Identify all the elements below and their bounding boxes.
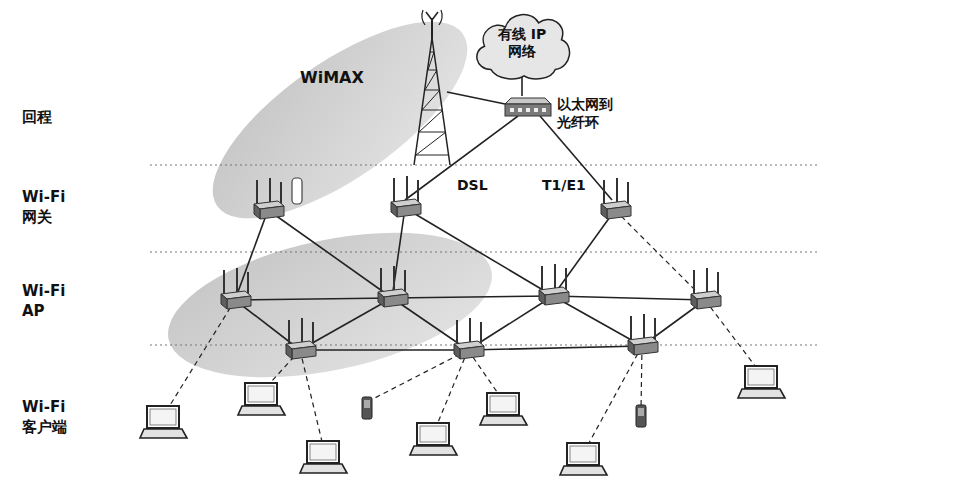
tower-leg — [432, 38, 450, 165]
mesh-link — [468, 346, 642, 350]
mesh-link — [235, 300, 300, 350]
wireless-link — [584, 346, 642, 452]
cloud-node: 有线 IP 网络 — [470, 6, 574, 80]
pda-client — [636, 405, 646, 427]
antenna-head — [426, 12, 438, 20]
wifi-ap — [454, 318, 484, 359]
dsl-link — [405, 116, 518, 200]
wireless-link — [164, 300, 235, 415]
band-label: Wi-Fi 客户端 — [22, 398, 74, 437]
mesh-link — [553, 296, 642, 346]
switch-top — [505, 98, 551, 104]
cloud-outline — [477, 15, 570, 79]
laptop-client — [410, 423, 457, 455]
band-label: 回程 — [22, 108, 74, 128]
wifi-ap — [628, 314, 658, 355]
switch-port — [518, 108, 522, 112]
wireless-link — [300, 350, 324, 450]
wimax-coverage — [184, 0, 496, 254]
mesh-link — [405, 208, 553, 296]
backhaul-link — [447, 92, 505, 104]
wimax-cpe — [292, 178, 302, 204]
switch-port — [526, 108, 530, 112]
link-line — [521, 77, 523, 96]
wireless-link — [367, 350, 468, 402]
laptop-client — [560, 443, 607, 475]
wifi-gateway — [391, 176, 421, 217]
mesh-link — [235, 298, 392, 300]
wifi-ap — [378, 266, 408, 307]
mesh-link — [268, 210, 392, 298]
wireless-link — [434, 350, 468, 432]
mesh-link — [553, 296, 705, 300]
band-label: Wi-Fi AP — [22, 282, 74, 321]
link-label: T1/E1 — [540, 176, 588, 194]
laptop-client — [480, 393, 527, 425]
radio-waves — [422, 10, 442, 25]
switch-port — [510, 108, 514, 112]
switch-icon — [505, 98, 551, 116]
wireless-link — [641, 346, 642, 410]
wireless-link — [705, 300, 762, 375]
wimax-tower — [414, 10, 450, 165]
switch-ports — [510, 108, 546, 112]
laptop-client — [300, 441, 347, 473]
switch-node: 以太网到光纤环 — [503, 96, 617, 131]
switch-front — [505, 104, 551, 116]
wifi-ap — [539, 264, 569, 305]
pda-client — [362, 397, 372, 419]
network-label: WiMAX — [300, 68, 364, 89]
link-label: DSL — [455, 176, 490, 194]
band-separator — [150, 165, 820, 345]
laptop-client — [140, 406, 187, 438]
mesh-link — [300, 349, 468, 351]
wifi-ap — [221, 268, 251, 309]
wireless-link — [615, 210, 705, 300]
wifi-gateway — [601, 178, 631, 219]
switch-port — [542, 108, 546, 112]
cloud-label: 有线 IP 网络 — [492, 26, 552, 61]
band-separator — [150, 344, 820, 345]
switch-port — [534, 108, 538, 112]
laptop-client — [738, 366, 785, 398]
wifi-ap — [286, 318, 316, 359]
wifi-gateway — [254, 178, 284, 219]
laptop-client — [238, 383, 285, 415]
tower-brace — [416, 52, 448, 155]
mesh-link — [392, 296, 553, 298]
wifi-ap — [691, 268, 721, 309]
mesh-link — [235, 210, 268, 300]
wireless-links — [164, 210, 762, 452]
band-separator — [150, 164, 820, 165]
mesh-link — [553, 210, 615, 296]
band-separator — [150, 251, 820, 252]
node-label: 以太网到光纤环 — [557, 96, 617, 131]
band-label: Wi-Fi 网关 — [22, 188, 74, 227]
